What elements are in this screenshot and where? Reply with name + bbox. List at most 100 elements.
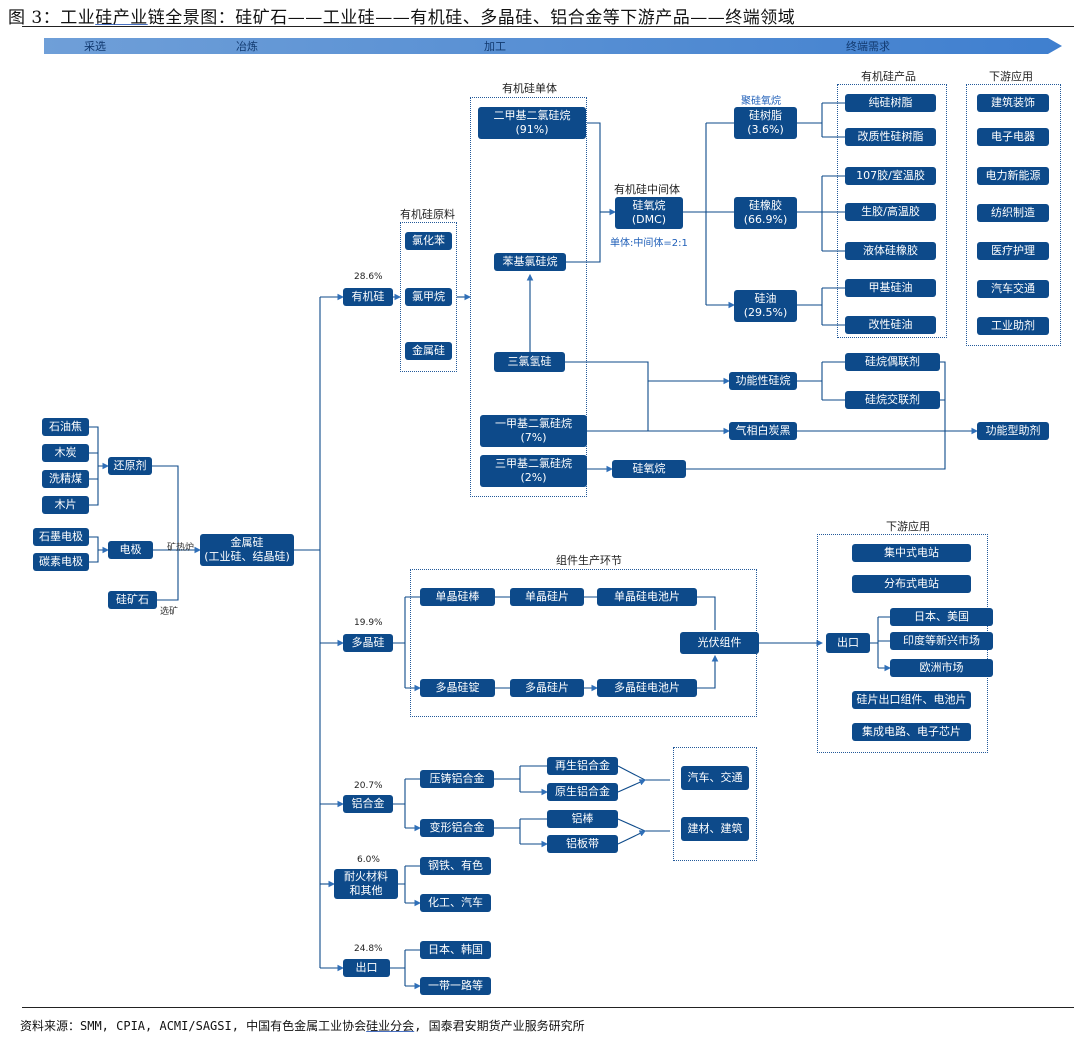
raw-washed-coal: 洗精煤: [42, 470, 89, 488]
refr-chemical: 化工、汽车: [420, 894, 491, 912]
product-silicone-oil: 硅油 (29.5%): [734, 290, 797, 322]
branch-export: 出口: [343, 959, 390, 977]
ratio-note: 单体:中间体=2:1: [610, 238, 688, 249]
raw-charcoal: 木炭: [42, 444, 89, 462]
central-station: 集中式电站: [852, 544, 971, 562]
figure-title: 图 3：工业硅产业链全景图：硅矿石——工业硅——有机硅、多晶硅、铝合金等下游产品…: [8, 8, 796, 28]
branch-aluminum-alloy: 铝合金: [343, 795, 393, 813]
aluminum-rod: 铝棒: [547, 810, 618, 828]
recycled-alloy: 再生铝合金: [547, 757, 618, 775]
app-electronics: 电子电器: [977, 128, 1049, 146]
stage-mining: 采选: [84, 40, 106, 53]
refractory-share: 6.0%: [357, 855, 380, 865]
app-textile: 纺织制造: [977, 204, 1049, 222]
pv-downstream-title: 下游应用: [886, 520, 930, 533]
multi-ingot: 多晶硅锭: [420, 679, 495, 697]
reductant-box: 还原剂: [108, 457, 152, 475]
item-modified-silicone-resin: 改质性硅树脂: [845, 128, 936, 146]
export-belt-road: 一带一路等: [420, 977, 491, 995]
fumed-silica: 气相白炭黑: [729, 422, 797, 440]
wafer-export: 硅片出口组件、电池片: [852, 691, 971, 709]
metal-silicon-box: 金属硅 (工业硅、结晶硅): [200, 534, 294, 566]
branch-polysilicon: 多晶硅: [343, 634, 393, 652]
source-note: 资料来源：SMM, CPIA, ACMI/SAGSI, 中国有色金属工业协会硅业…: [20, 1019, 585, 1033]
organo-raw-title: 有机硅原料: [400, 208, 455, 221]
organo-downstream-group: [966, 84, 1061, 346]
pv-module-title: 组件生产环节: [556, 554, 622, 567]
top-rule: [22, 26, 1074, 27]
raw-graphite-electrode: 石墨电极: [33, 528, 89, 546]
bottom-rule: [22, 1007, 1074, 1008]
app-auto: 汽车交通: [977, 280, 1049, 298]
multi-cell: 多晶硅电池片: [597, 679, 697, 697]
pv-module: 光伏组件: [680, 632, 759, 654]
intermediate-title: 有机硅中间体: [614, 183, 680, 196]
alloy-share: 20.7%: [354, 781, 383, 791]
organo-share: 28.6%: [354, 272, 383, 282]
product-silicone-rubber: 硅橡胶 (66.9%): [734, 197, 797, 229]
raw-methyl-chloride: 氯甲烷: [405, 288, 452, 306]
app-industrial-aux: 工业助剂: [977, 317, 1049, 335]
item-pure-silicone-resin: 纯硅树脂: [845, 94, 936, 112]
item-methyl-silicone-oil: 甲基硅油: [845, 279, 936, 297]
raw-chlorobenzene: 氯化苯: [405, 232, 452, 250]
raw-wood-chip: 木片: [42, 496, 89, 514]
export-europe: 欧洲市场: [890, 659, 993, 677]
poly-share: 19.9%: [354, 618, 383, 628]
branch-organosilicon: 有机硅: [343, 288, 393, 306]
export-emerging: 印度等新兴市场: [890, 632, 993, 650]
ore-dressing-label: 选矿: [160, 607, 179, 617]
use-auto-transport: 汽车、交通: [681, 766, 749, 790]
aluminum-sheet: 铝板带: [547, 835, 618, 853]
mono-trichlorosilane: 三氯氢硅: [494, 352, 565, 372]
silane-crosslinker: 硅烷交联剂: [845, 391, 940, 409]
mono-wafer: 单晶硅片: [510, 588, 584, 606]
export-japan-korea: 日本、韩国: [420, 941, 491, 959]
app-power: 电力新能源: [977, 167, 1049, 185]
stage-processing: 加工: [484, 40, 506, 53]
mono-phenylchlorosilane: 苯基氯硅烷: [494, 253, 566, 271]
electrode-box: 电极: [108, 541, 153, 559]
siloxane-box: 硅氧烷: [612, 460, 686, 478]
mono-dimethyldichlorosilane: 二甲基二氯硅烷 (91%): [478, 107, 586, 139]
monomer-title: 有机硅单体: [502, 82, 557, 95]
item-liquid-rubber: 液体硅橡胶: [845, 242, 936, 260]
mono-cell: 单晶硅电池片: [597, 588, 697, 606]
use-building: 建材、建筑: [681, 817, 749, 841]
stage-end-demand: 终端需求: [846, 40, 890, 53]
stage-smelting: 冶炼: [236, 40, 258, 53]
app-medical: 医疗护理: [977, 242, 1049, 260]
branch-refractory-other: 耐火材料 和其他: [334, 869, 398, 899]
wrought-alloy: 变形铝合金: [420, 819, 494, 837]
functional-auxiliary: 功能型助剂: [977, 422, 1049, 440]
pv-export: 出口: [826, 633, 870, 653]
item-htv: 生胶/高温胶: [845, 203, 936, 221]
polysiloxane-label: 聚硅氧烷: [741, 96, 781, 107]
monomer-group: [470, 97, 587, 497]
organo-raw-group: [400, 222, 457, 372]
distributed-station: 分布式电站: [852, 575, 971, 593]
product-silicone-resin: 硅树脂 (3.6%): [734, 107, 797, 139]
raw-petroleum-coke: 石油焦: [42, 418, 89, 436]
item-modified-silicone-oil: 改性硅油: [845, 316, 936, 334]
multi-wafer: 多晶硅片: [510, 679, 584, 697]
ic-chips: 集成电路、电子芯片: [852, 723, 971, 741]
die-cast-alloy: 压铸铝合金: [420, 770, 494, 788]
item-107-rtv: 107胶/室温胶: [845, 167, 936, 185]
mono-ingot: 单晶硅棒: [420, 588, 495, 606]
smelt-furnace-label: 矿热炉: [167, 543, 195, 553]
organo-downstream-title: 下游应用: [989, 70, 1033, 83]
functional-silane: 功能性硅烷: [729, 372, 797, 390]
dmc-box: 硅氧烷 (DMC): [615, 197, 683, 229]
primary-alloy: 原生铝合金: [547, 783, 618, 801]
alloy-uses-group: [673, 747, 757, 861]
raw-carbon-electrode: 碳素电极: [33, 553, 89, 571]
mono-methyldichlorosilane: 一甲基二氯硅烷 (7%): [480, 415, 587, 447]
export-japan-us: 日本、美国: [890, 608, 993, 626]
stage-arrow-bar: [44, 38, 1062, 54]
app-construction: 建筑装饰: [977, 94, 1049, 112]
organo-products-group: [837, 84, 947, 338]
refr-steel: 钢铁、有色: [420, 857, 491, 875]
raw-metal-silicon: 金属硅: [405, 342, 452, 360]
